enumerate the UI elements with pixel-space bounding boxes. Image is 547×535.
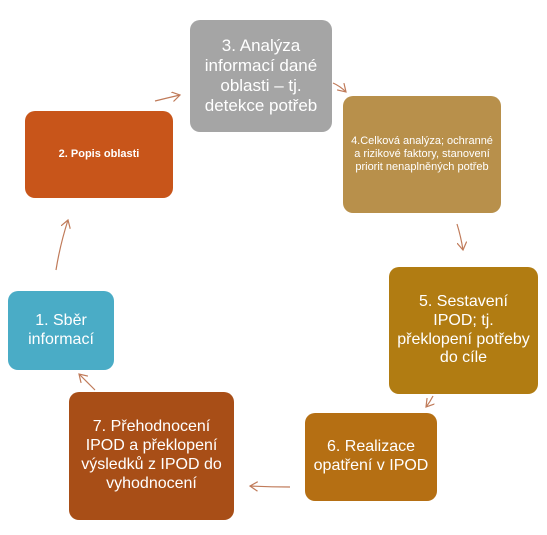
step-2-box: 2. Popis oblasti	[25, 111, 173, 198]
arrow-4-to-5	[456, 223, 463, 250]
arrow-1-to-2	[55, 220, 68, 271]
step-2-label: 2. Popis oblasti	[58, 148, 140, 161]
step-7-label: 7. Přehodnocení IPOD a překlopení výsled…	[81, 418, 222, 492]
arrow-3-to-4	[332, 82, 346, 92]
arrow-2-to-3	[154, 95, 180, 101]
step-5-label: 5. Sestavení IPOD; tj. překlopení potřeb…	[397, 292, 530, 367]
step-3-label: 3. Analýza informací dané oblasti – tj. …	[204, 35, 318, 116]
step-1-box: 1. Sběr informací	[8, 291, 114, 370]
arrow-6-to-7	[250, 486, 291, 487]
step-6-label: 6. Realizace opatření v IPOD	[313, 438, 429, 474]
step-7-box: 7. Přehodnocení IPOD a překlopení výsled…	[69, 392, 234, 520]
arrow-5-to-6	[426, 395, 433, 407]
step-6-box: 6. Realizace opatření v IPOD	[305, 413, 437, 501]
arrow-7-to-1	[79, 374, 96, 391]
step-3-box: 3. Analýza informací dané oblasti – tj. …	[190, 20, 332, 132]
step-4-label: 4.Celková analýza; ochranné a rizikové f…	[351, 135, 493, 173]
step-1-label: 1. Sběr informací	[28, 311, 94, 348]
step-5-box: 5. Sestavení IPOD; tj. překlopení potřeb…	[389, 267, 538, 394]
step-4-box: 4.Celková analýza; ochranné a rizikové f…	[343, 96, 501, 213]
